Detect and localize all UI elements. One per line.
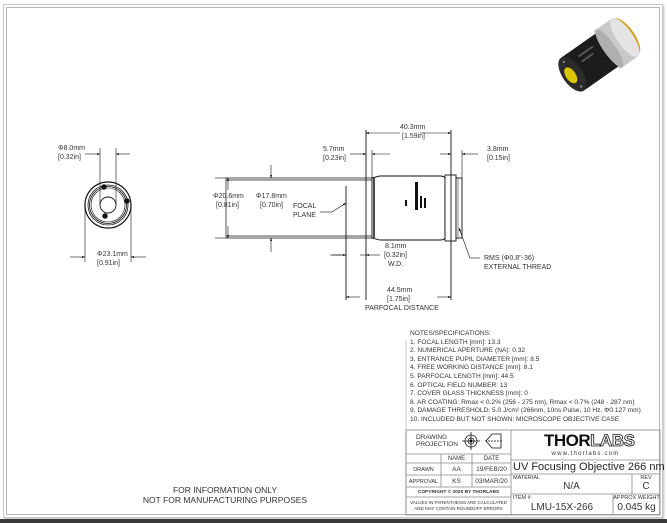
focal-plane-label-2: PLANE [293, 212, 316, 219]
note-item: 1. FOCAL LENGTH [mm]: 13.3 [410, 338, 501, 346]
date-header: DATE [483, 456, 500, 462]
note-item: 7. COVER GLASS THICKNESS [mm]: 0 [410, 390, 528, 398]
disclaimer-line-1: FOR INFORMATION ONLY [172, 485, 278, 495]
note-item: 5. PARFOCAL LENGTH [mm]: 44.5 [410, 372, 514, 380]
drawing-title: UV Focusing Objective 266 nm [513, 461, 665, 473]
disclaimer-line-2: NOT FOR MANUFACTURING PURPOSES [142, 495, 308, 505]
drawn-label: DRAWN [413, 467, 434, 473]
title-block-lines [405, 340, 661, 516]
note-item: 10. INCLUDED BUT NOT SHOWN: MICROSCOPE O… [410, 415, 620, 423]
end-outer-dia-mm: Φ23.1mm [97, 251, 128, 258]
side-outer-dia-mm: Φ20.6mm [213, 193, 244, 200]
side-view [215, 130, 480, 300]
end-view-ring-1 [87, 184, 129, 226]
end-outer-dia-in: [0.91in] [97, 260, 120, 267]
copyright: COPYRIGHT © 2020 BY THORLABS [417, 490, 500, 495]
focal-plane-label-1: FOCAL [293, 203, 317, 210]
end-hole-dia-mm: Φ8.0mm [58, 145, 85, 152]
drawn-name: AA [452, 466, 461, 473]
disclaimer: FOR INFORMATION ONLY NOT FOR MANUFACTURI… [110, 485, 340, 505]
end-hole-dia-in: [0.32in] [58, 154, 81, 161]
wd-in: [0.32in] [384, 252, 407, 259]
name-header: NAME [447, 456, 466, 462]
sheet-outer-border [3, 4, 663, 518]
note-item: 6. OPTICAL FIELD NUMBER: 13 [410, 381, 508, 389]
logo-labs: LABS [590, 431, 636, 450]
note-item: 9. DAMAGE THRESHOLD: 5.0 J/cm² (266nm, 1… [410, 407, 641, 415]
notes-title: NOTES/SPECIFICATIONS: [410, 330, 491, 337]
end-view-ring-2 [89, 186, 127, 224]
projection-symbol [462, 432, 503, 450]
length-mm: 40.3mm [400, 124, 426, 131]
end-view-screw-1 [101, 184, 107, 190]
thread-len-mm: 3.8mm [487, 146, 509, 153]
thread-type: EXTERNAL THREAD [484, 264, 552, 271]
note-item: 4. FREE WORKING DISTANCE [mm]: 8.1 [410, 364, 533, 372]
silver-collar [593, 18, 639, 69]
note-item: 2. NUMERICAL APERTURE (NA): 0.32 [410, 347, 526, 355]
item-label: ITEM # [513, 495, 531, 501]
side-inner-dia-mm: Φ17.8mm [256, 193, 287, 200]
offset-mm: 5.7mm [323, 146, 345, 153]
lens-yellow [564, 67, 578, 84]
objective-sleeve [380, 175, 446, 241]
approval-label: APPROVAL [408, 479, 439, 485]
objective-thread [455, 177, 463, 239]
side-inner-dia-in: [0.70in] [260, 202, 283, 209]
rev-value: C [642, 481, 650, 492]
objective-collar [444, 174, 457, 242]
values-note-1: VALUES IN PARENTHESIS ARE CALCULATED [410, 500, 507, 505]
window-bottom-bar [0, 519, 667, 523]
note-item: 3. ENTRANCE PUPIL DIAMETER [mm]: 8.5 [410, 355, 540, 363]
drawn-date: 19/FEB/20 [476, 466, 507, 473]
sheet-inner-border [6, 7, 660, 515]
approval-name: KS [452, 478, 461, 485]
projection-label-2: PROJECTION [416, 441, 458, 448]
projection-label-1: DRAWING [416, 434, 448, 441]
parfocal-mm: 44.5mm [387, 287, 413, 294]
wd-label: W.D. [388, 261, 404, 268]
values-note-2: AND MAY CONTAIN ROUNDOFF ERRORS [414, 506, 503, 511]
side-outer-dia-in: [0.81in] [216, 202, 239, 209]
end-view-screw-3 [102, 213, 108, 219]
end-view-screw-2 [124, 198, 130, 204]
website: www.thorlabs.com [551, 451, 620, 457]
end-view-aperture [99, 196, 117, 214]
offset-in: [0.23in] [323, 155, 346, 162]
weight-label: APPROX WEIGHT [613, 495, 660, 501]
engraving-marks [405, 182, 426, 210]
thorlabs-logo: THORLABS [544, 431, 636, 453]
logo-thor: THOR [544, 431, 591, 450]
end-view [70, 148, 146, 262]
material-value: N/A [563, 481, 580, 492]
wd-mm: 8.1mm [385, 243, 407, 250]
parfocal-in: [1.75in] [387, 296, 410, 303]
note-item: 8. AR COATING: Rmax < 0.2% (256 - 275 nm… [410, 398, 635, 406]
item-value: LMU-15X-266 [530, 502, 594, 513]
thread-len-in: [0.15in] [487, 155, 510, 162]
material-label: MATERIAL [513, 475, 541, 481]
length-in: [1.59in] [402, 133, 425, 140]
parfocal-label: PARFOCAL DISTANCE [365, 305, 439, 312]
notes-specifications: NOTES/SPECIFICATIONS: 1. FOCAL LENGTH [m… [410, 330, 641, 425]
end-view-outer-circle [84, 181, 132, 229]
rev-label: REV [640, 475, 652, 481]
approval-date: 03/MAR/20 [475, 478, 508, 485]
thread-spec: RMS (Φ0.8"-36) [484, 255, 535, 262]
weight-value: 0.045 kg [617, 502, 656, 513]
product-render [558, 18, 641, 92]
end-view-ring-3 [90, 187, 126, 223]
